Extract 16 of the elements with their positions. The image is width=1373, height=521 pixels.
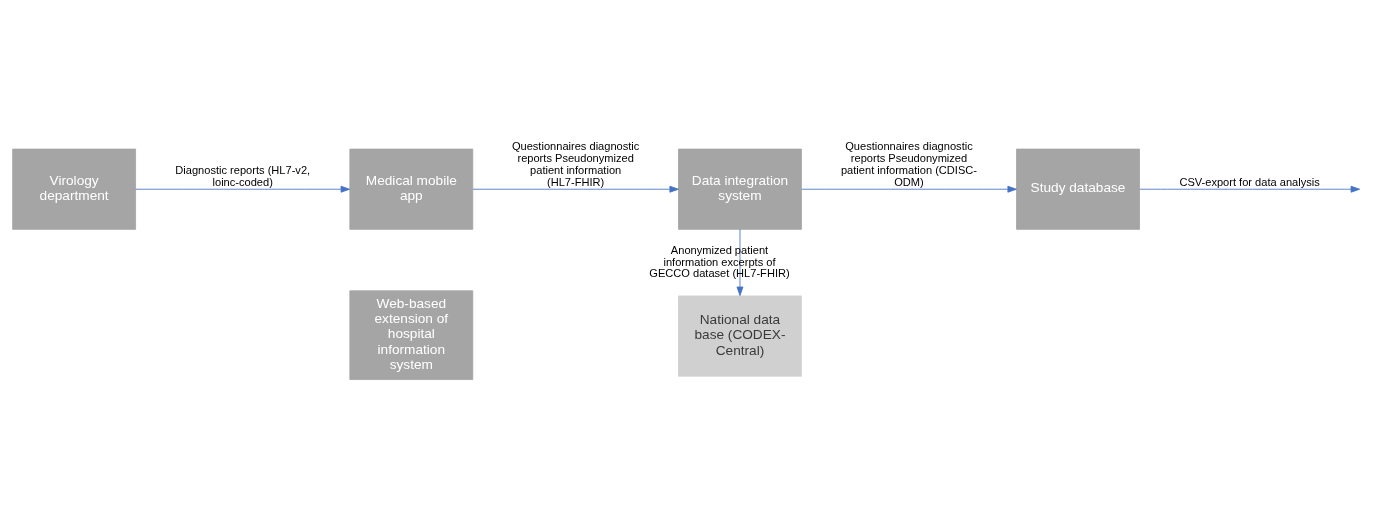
arrow — [1139, 185, 1361, 193]
edge-label: Questionnaires diagnostic reports Pseudonymized patient information (CDISC-ODM) — [840, 140, 978, 189]
edge-label: Anonymized patient information excerpts of GECCO dataset (HL7-FHIR) — [649, 243, 790, 280]
node-box: Web-based extension of hospital information system — [349, 290, 474, 380]
arrow — [472, 185, 679, 193]
node-box: National data base (CODEX-Central) — [678, 295, 802, 377]
arrow — [736, 228, 744, 296]
node-box: Virology department — [12, 148, 136, 230]
node-box: Data integration system — [678, 148, 802, 230]
arrow — [135, 185, 351, 193]
node-box: Medical mobile app — [349, 148, 474, 230]
edge-label: Questionnaires diagnostic reports Pseudonymized patient information (HL7-FHIR) — [511, 140, 640, 189]
edge-label: Diagnostic reports (HL7-v2, loinc-coded) — [175, 164, 311, 189]
edge-label: CSV-export for data analysis — [1179, 176, 1320, 189]
arrow — [801, 185, 1017, 193]
node-box: Study database — [1016, 148, 1140, 230]
